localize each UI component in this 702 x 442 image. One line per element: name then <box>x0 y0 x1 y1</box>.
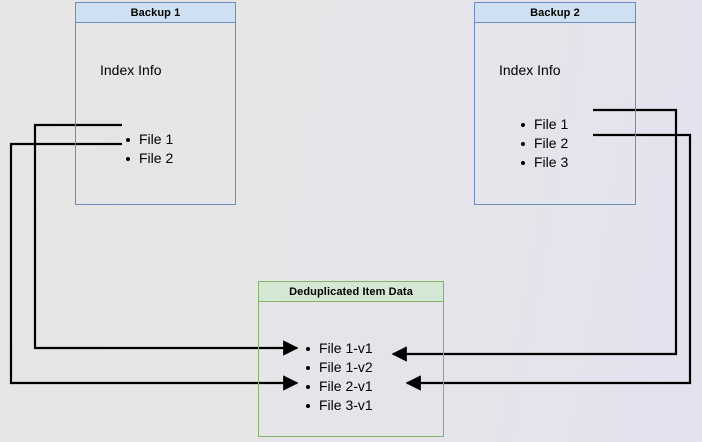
backup-1-index-info-label: Index Info <box>100 62 162 78</box>
backup-2-index-info-label: Index Info <box>499 62 561 78</box>
list-item: File 3-v1 <box>304 396 373 415</box>
node-backup-2-title: Backup 2 <box>475 3 635 23</box>
node-backup-1-body: Index Info File 1 File 2 <box>76 23 235 204</box>
dedup-item-list: File 1-v1 File 1-v2 File 2-v1 File 3-v1 <box>304 339 373 415</box>
node-backup-1[interactable]: Backup 1 Index Info File 1 File 2 <box>75 2 236 205</box>
list-item: File 1-v2 <box>304 358 373 377</box>
backup-1-file-list: File 1 File 2 <box>124 130 173 168</box>
node-deduplicated-item-data-title: Deduplicated Item Data <box>259 282 443 302</box>
node-backup-2-body: Index Info File 1 File 2 File 3 <box>475 23 635 204</box>
list-item: File 2 <box>124 149 173 168</box>
list-item: File 1 <box>124 130 173 149</box>
node-backup-2[interactable]: Backup 2 Index Info File 1 File 2 File 3 <box>474 2 636 205</box>
list-item: File 1 <box>519 115 568 134</box>
list-item: File 2-v1 <box>304 377 373 396</box>
backup-2-file-list: File 1 File 2 File 3 <box>519 115 568 172</box>
list-item: File 3 <box>519 153 568 172</box>
node-deduplicated-item-data-body: File 1-v1 File 1-v2 File 2-v1 File 3-v1 <box>259 302 443 436</box>
node-deduplicated-item-data[interactable]: Deduplicated Item Data File 1-v1 File 1-… <box>258 281 444 437</box>
node-backup-1-title: Backup 1 <box>76 3 235 23</box>
list-item: File 1-v1 <box>304 339 373 358</box>
list-item: File 2 <box>519 134 568 153</box>
